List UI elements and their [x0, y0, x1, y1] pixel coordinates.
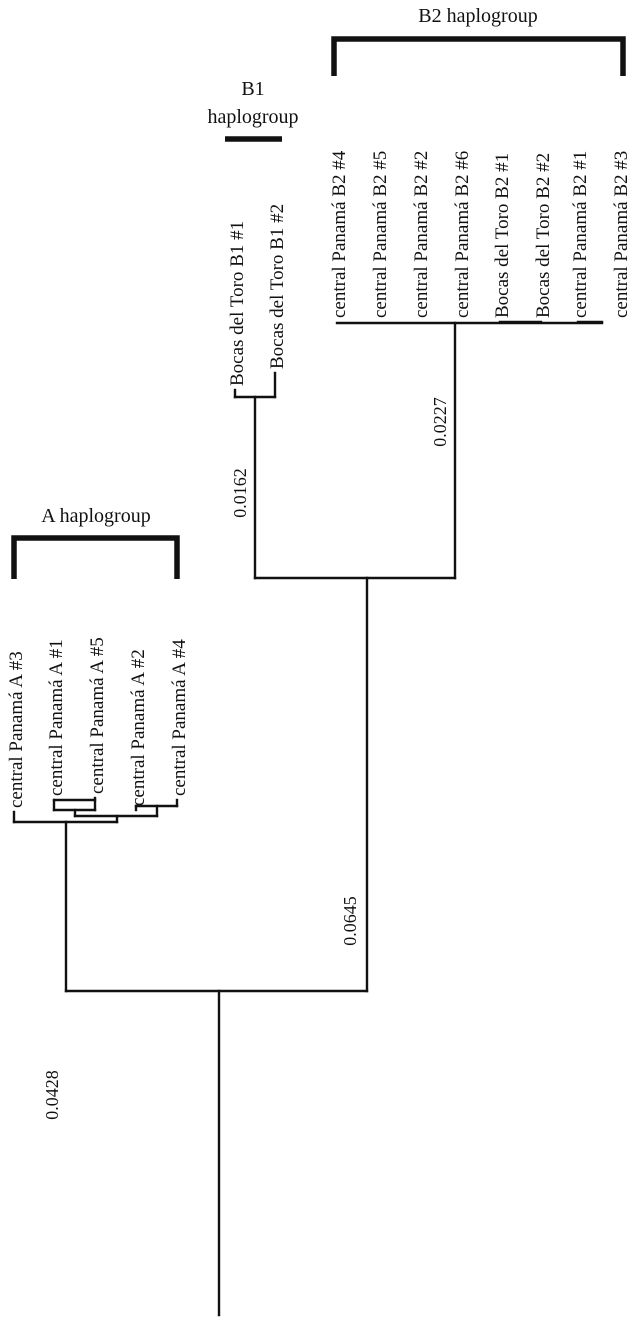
- leaf-label: central Panamá A #4: [169, 639, 190, 796]
- b2-haplogroup-label: B2 haplogroup: [418, 5, 537, 27]
- b2-leaf-labels: central Panamá B2 #4 central Panamá B2 #…: [329, 150, 632, 318]
- leaf-label: central Panamá A #5: [87, 637, 108, 794]
- a-haplogroup-label: A haplogroup: [41, 505, 150, 527]
- b2-stem-length-label: 0.0227: [430, 397, 450, 447]
- haplogroup-brackets: [11, 36, 626, 579]
- a-stem-length-label: 0.0428: [42, 1070, 62, 1120]
- leaf-label: Bocas del Toro B1 #2: [267, 204, 288, 369]
- a-leaf-labels: central Panamá A #3 central Panamá A #1 …: [6, 637, 190, 808]
- leaf-label: central Panamá A #1: [46, 639, 67, 796]
- b1-haplogroup-label: haplogroup: [207, 106, 298, 128]
- b1-leaf-labels: Bocas del Toro B1 #1 Bocas del Toro B1 #…: [227, 204, 288, 386]
- leaf-label: Bocas del Toro B2 #1: [492, 153, 513, 318]
- leaf-label: central Panamá A #2: [128, 649, 149, 806]
- leaf-label: Bocas del Toro B2 #2: [533, 153, 554, 318]
- leaf-label: central Panamá B2 #2: [411, 151, 432, 318]
- b1-haplogroup-label: B1: [241, 78, 264, 100]
- a-haplogroup-bracket: [11, 535, 180, 579]
- tree-branches: [12, 320, 604, 1317]
- leaf-label: central Panamá B2 #1: [570, 151, 591, 318]
- leaf-label: Bocas del Toro B1 #1: [227, 221, 248, 386]
- b-stem-length-label: 0.0645: [340, 896, 360, 946]
- b2-haplogroup-bracket: [331, 36, 626, 76]
- leaf-label: central Panamá B2 #5: [370, 151, 391, 318]
- b1-stem-length-label: 0.0162: [230, 468, 250, 518]
- leaf-label: central Panamá B2 #4: [329, 150, 350, 318]
- leaf-label: central Panamá B2 #3: [611, 151, 632, 318]
- leaf-label: central Panamá A #3: [6, 651, 27, 808]
- leaf-label: central Panamá B2 #6: [452, 151, 473, 318]
